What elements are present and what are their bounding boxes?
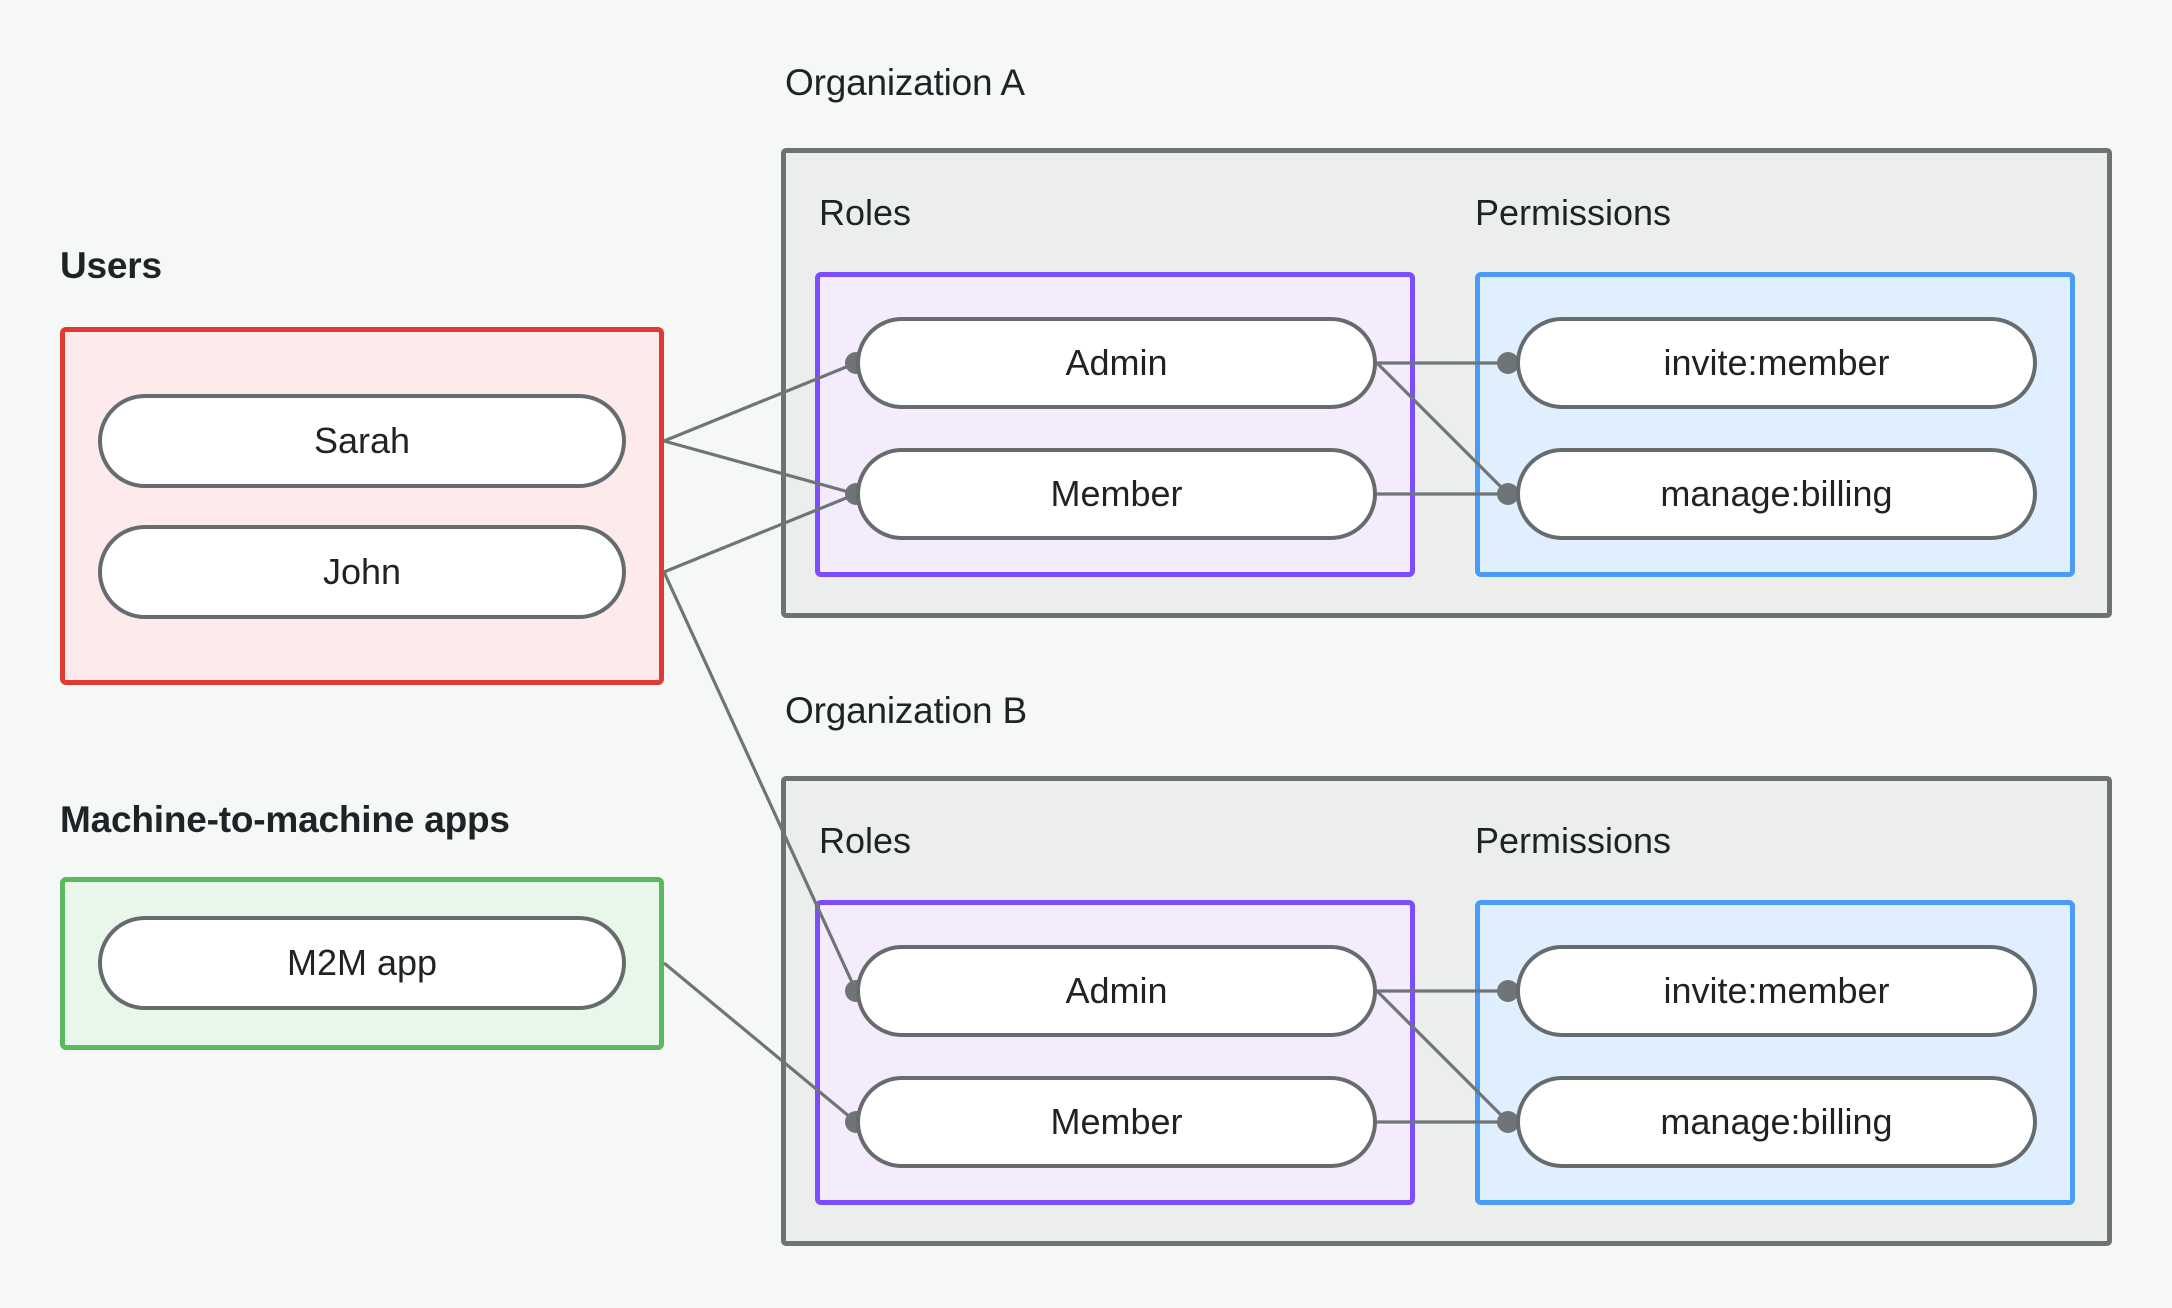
organization-b-permission-invite-member[interactable]: invite:member — [1516, 945, 2037, 1037]
organization-a-permission-invite-member-label: invite:member — [1663, 342, 1890, 383]
organization-b-permission-invite-member-label: invite:member — [1663, 970, 1890, 1011]
organization-b-role-admin-label: Admin — [1065, 970, 1168, 1011]
m2m-node-app-label: M2M app — [286, 942, 438, 983]
organization-b-role-admin[interactable]: Admin — [856, 945, 1377, 1037]
organization-b-role-member-label: Member — [1050, 1101, 1183, 1142]
user-node-john-label: John — [322, 551, 402, 592]
organization-a-permission-manage-billing-label: manage:billing — [1660, 473, 1893, 514]
organization-b-roles-label: Roles — [819, 820, 912, 861]
organization-a-title: Organization A — [785, 62, 1025, 103]
organization-b-permission-manage-billing-label: manage:billing — [1660, 1101, 1893, 1142]
organization-b-permissions-label: Permissions — [1475, 820, 1672, 861]
user-node-john[interactable]: John — [98, 525, 626, 619]
users-group-label: Users — [60, 245, 162, 286]
organization-a-permission-invite-member[interactable]: invite:member — [1516, 317, 2037, 409]
m2m-node-app[interactable]: M2M app — [98, 916, 626, 1010]
organization-a-role-member[interactable]: Member — [856, 448, 1377, 540]
m2m-group-label: Machine-to-machine apps — [60, 799, 510, 840]
organization-a-permissions-label: Permissions — [1475, 192, 1672, 233]
organization-a-permission-manage-billing[interactable]: manage:billing — [1516, 448, 2037, 540]
user-node-sarah-label: Sarah — [313, 420, 411, 461]
user-node-sarah[interactable]: Sarah — [98, 394, 626, 488]
organization-b-title: Organization B — [785, 690, 1027, 731]
organization-a-role-member-label: Member — [1050, 473, 1183, 514]
organization-a-roles-label: Roles — [819, 192, 912, 233]
organization-b-permission-manage-billing[interactable]: manage:billing — [1516, 1076, 2037, 1168]
organization-a-role-admin[interactable]: Admin — [856, 317, 1377, 409]
organization-b-role-member[interactable]: Member — [856, 1076, 1377, 1168]
organization-a-role-admin-label: Admin — [1065, 342, 1168, 383]
users-container — [60, 327, 664, 685]
